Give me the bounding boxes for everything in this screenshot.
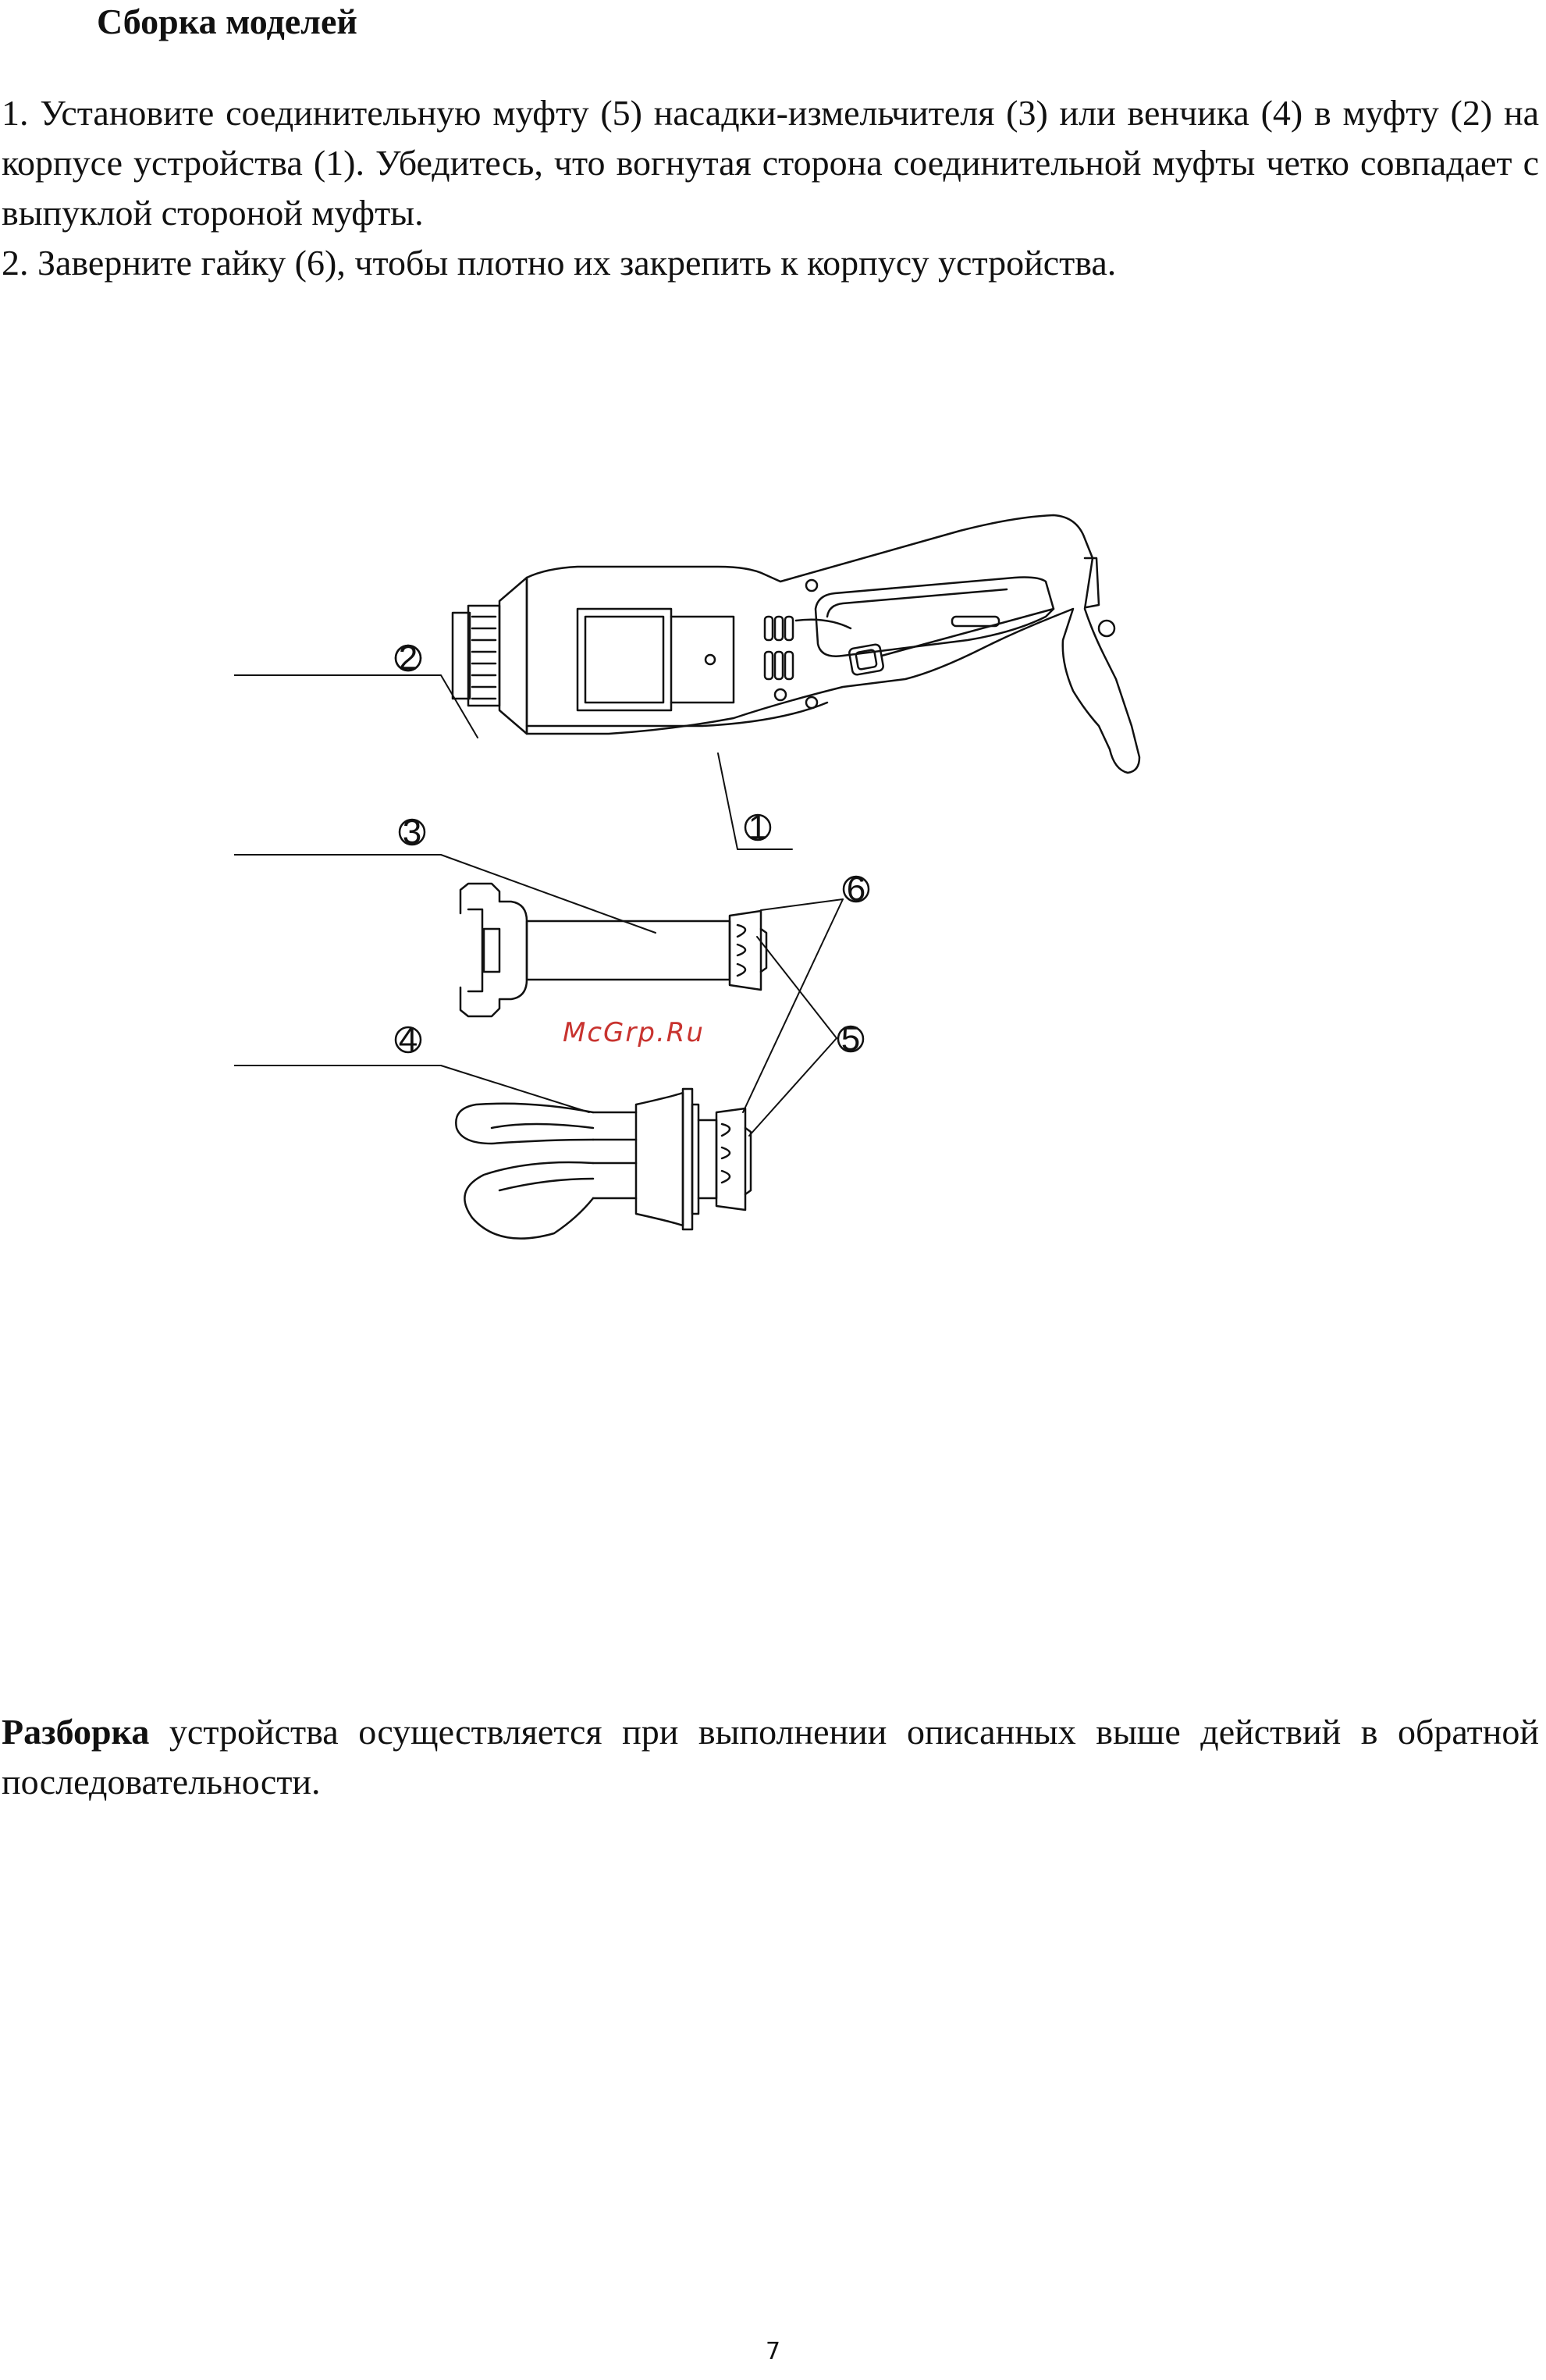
vent-grill-drawing xyxy=(763,578,819,710)
instruction-step-2: 2. Заверните гайку (6), чтобы плотно их … xyxy=(2,243,1117,283)
watermark-text: McGrp.Ru xyxy=(563,1017,705,1048)
callout-label-5: 5 xyxy=(841,1020,860,1058)
assembly-diagram: 2 3 1 6 4 5 McGrp.Ru xyxy=(234,422,1311,1608)
disassembly-text: устройства осуществляется при выполнении… xyxy=(2,1712,1539,1802)
coupling-2-drawing xyxy=(451,604,501,707)
callout-label-6: 6 xyxy=(847,870,865,909)
instruction-step-1: 1. Установите соединительную муфту (5) н… xyxy=(2,93,1539,233)
section-heading: Сборка моделей xyxy=(97,2,357,41)
motor-body-drawing xyxy=(451,514,1141,774)
callout-label-1: 1 xyxy=(748,809,767,847)
page-number: 7 xyxy=(765,2338,781,2365)
callout-label-2: 2 xyxy=(399,639,418,678)
assembly-instructions: 1. Установите соединительную муфту (5) н… xyxy=(2,88,1539,288)
leader-lines xyxy=(234,674,844,1137)
whisk-drawing xyxy=(455,1087,752,1240)
callout-label-4: 4 xyxy=(399,1021,418,1059)
callout-label-3: 3 xyxy=(403,813,421,852)
blender-shaft-drawing xyxy=(459,882,768,1018)
disassembly-note: Разборка устройства осуществляется при в… xyxy=(2,1707,1539,1807)
disassembly-bold: Разборка xyxy=(2,1712,150,1752)
callout-circles xyxy=(394,644,870,1054)
